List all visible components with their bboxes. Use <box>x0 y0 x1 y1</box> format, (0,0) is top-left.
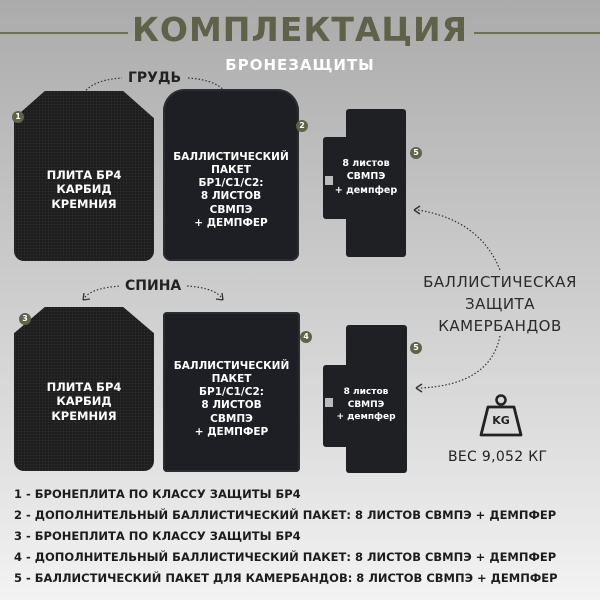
badge-4: 4 <box>300 331 312 343</box>
legend-item-3: 3 - БРОНЕПЛИТА ПО КЛАССУ ЗАЩИТЫ БР4 <box>14 529 301 543</box>
weight-icon-text: KG <box>492 414 510 427</box>
cummerbund-arrows-icon <box>413 205 501 393</box>
cummerbund-bottom-text: 8 листов СВМПЭ + демпфер <box>336 387 396 423</box>
badge-1: 1 <box>12 111 24 123</box>
plate-back-text: ПЛИТА БР4 КАРБИД КРЕМНИЯ <box>46 380 122 423</box>
cummerbund-top-tag <box>325 176 333 185</box>
page-subtitle: БРОНЕЗАЩИТЫ <box>225 56 375 74</box>
chest-label: ГРУДЬ <box>128 70 182 86</box>
pack-back-text: БАЛЛИСТИЧЕСКИЙ ПАКЕТ БР1/С1/С2: 8 ЛИСТОВ… <box>173 360 290 438</box>
back-label: СПИНА <box>125 278 182 294</box>
badge-2: 2 <box>296 120 308 132</box>
kettlebell-kg-icon <box>479 394 523 437</box>
badge-3: 3 <box>19 313 31 325</box>
back-arrows-icon <box>82 285 224 301</box>
legend-item-5: 5 - БАЛЛИСТИЧЕСКИЙ ПАКЕТ ДЛЯ КАМЕРБАНДОВ… <box>14 571 558 585</box>
weight-value: ВЕС 9,052 КГ <box>448 449 548 465</box>
cummerbund-top-text: 8 листов СВМПЭ + демпфер <box>334 158 398 196</box>
ballistic-pack-back <box>163 312 300 472</box>
page-title: КОМПЛЕКТАЦИЯ <box>131 10 469 49</box>
title-rule-right <box>474 32 600 34</box>
armor-plate-front <box>14 91 154 261</box>
ballistic-pack-front <box>163 89 299 261</box>
cummerbund-bottom-tag <box>325 398 333 407</box>
badge-5-bottom: 5 <box>410 342 422 354</box>
badge-5-top: 5 <box>410 147 422 159</box>
armor-plate-back <box>14 307 154 471</box>
plate-front-text: ПЛИТА БР4 КАРБИД КРЕМНИЯ <box>46 168 122 211</box>
legend-item-1: 1 - БРОНЕПЛИТА ПО КЛАССУ ЗАЩИТЫ БР4 <box>14 487 301 501</box>
pack-front-text: БАЛЛИСТИЧЕСКИЙ ПАКЕТ БР1/С1/С2: 8 ЛИСТОВ… <box>173 151 289 229</box>
cummerbund-pack-bottom <box>346 325 407 473</box>
cummerbund-caption: БАЛЛИСТИЧЕСКАЯ ЗАЩИТА КАМЕРБАНДОВ <box>423 273 577 335</box>
legend-item-2: 2 - ДОПОЛНИТЕЛЬНЫЙ БАЛЛИСТИЧЕСКИЙ ПАКЕТ:… <box>14 508 557 522</box>
cummerbund-pack-top <box>346 109 406 257</box>
legend-item-4: 4 - ДОПОЛНИТЕЛЬНЫЙ БАЛЛИСТИЧЕСКИЙ ПАКЕТ:… <box>14 550 557 564</box>
title-rule-left <box>0 32 128 34</box>
